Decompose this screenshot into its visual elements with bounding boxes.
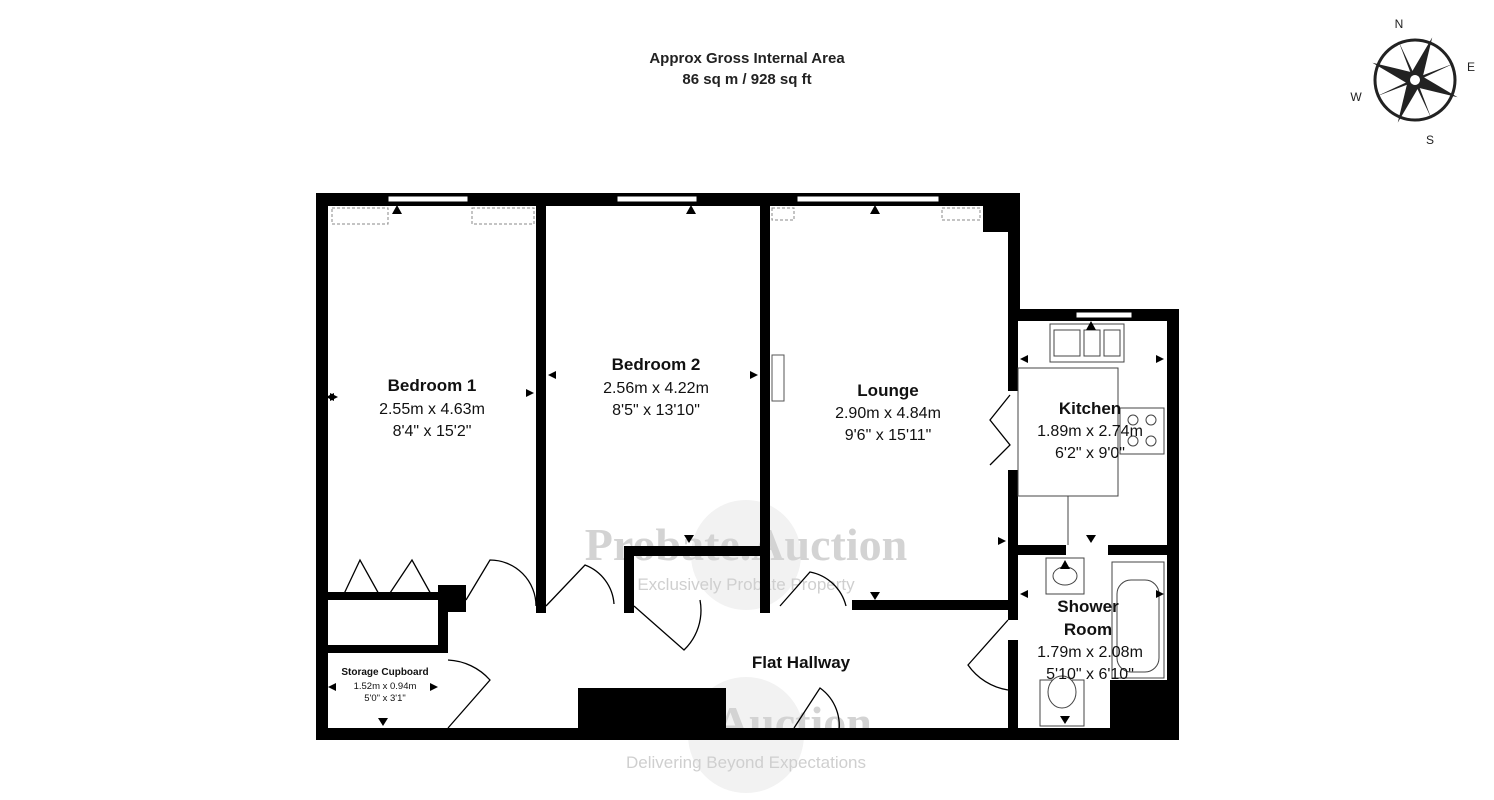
kitchen-name: Kitchen xyxy=(1059,399,1121,418)
area-title: Approx Gross Internal Area xyxy=(649,50,845,67)
bedroom-1-name: Bedroom 1 xyxy=(388,376,477,395)
room-bedroom-1: Bedroom 1 2.55m x 4.63m 8'4" x 15'2" xyxy=(379,376,485,440)
radiators xyxy=(331,207,981,225)
watermark-probate-subtitle: Exclusively Probate Property xyxy=(637,575,855,594)
compass-w: W xyxy=(1350,90,1362,104)
bedroom-2-metric: 2.56m x 4.22m xyxy=(603,380,709,397)
room-kitchen: Kitchen 1.89m x 2.74m 6'2" x 9'0" xyxy=(1037,399,1143,462)
lounge-name: Lounge xyxy=(857,381,918,400)
compass-s: S xyxy=(1426,133,1434,147)
shower-imperial: 5'10" x 6'10" xyxy=(1046,666,1134,683)
shower-metric: 1.79m x 2.08m xyxy=(1037,644,1143,661)
shower-name-line2: Room xyxy=(1064,620,1112,639)
dimension-arrows xyxy=(326,205,1164,726)
storage-imperial: 5'0" x 3'1" xyxy=(364,693,406,704)
bedroom-1-metric: 2.55m x 4.63m xyxy=(379,401,485,418)
compass-rose-icon xyxy=(1372,37,1458,123)
compass-e: E xyxy=(1467,60,1475,74)
bedroom-2-imperial: 8'5" x 13'10" xyxy=(612,402,700,419)
room-bedroom-2: Bedroom 2 2.56m x 4.22m 8'5" x 13'10" xyxy=(603,355,709,419)
kitchen-metric: 1.89m x 2.74m xyxy=(1037,423,1143,440)
lounge-metric: 2.90m x 4.84m xyxy=(835,405,941,422)
room-shower: Shower Room 1.79m x 2.08m 5'10" x 6'10" xyxy=(1037,597,1143,683)
vent xyxy=(771,354,785,402)
room-lounge: Lounge 2.90m x 4.84m 9'6" x 15'11" xyxy=(835,381,941,444)
bedroom-2-name: Bedroom 2 xyxy=(612,355,701,374)
storage-metric: 1.52m x 0.94m xyxy=(354,681,417,692)
storage-name: Storage Cupboard xyxy=(341,667,428,678)
watermark-resi-subtitle: Delivering Beyond Expectations xyxy=(626,753,866,772)
windows xyxy=(387,195,1133,319)
room-hallway: Flat Hallway xyxy=(752,653,851,672)
kitchen-fixtures xyxy=(1017,323,1165,545)
compass-n: N xyxy=(1395,17,1404,31)
watermark-probate-title: Probate.Auction xyxy=(585,519,907,570)
doors xyxy=(342,394,1011,737)
lounge-imperial: 9'6" x 15'11" xyxy=(845,427,932,444)
kitchen-imperial: 6'2" x 9'0" xyxy=(1055,445,1125,462)
bedroom-1-imperial: 8'4" x 15'2" xyxy=(393,423,472,440)
area-value: 86 sq m / 928 sq ft xyxy=(682,71,812,88)
hallway-name: Flat Hallway xyxy=(752,653,851,672)
shower-name-line1: Shower xyxy=(1057,597,1119,616)
walls xyxy=(316,193,1179,740)
room-storage: Storage Cupboard 1.52m x 0.94m 5'0" x 3'… xyxy=(341,667,428,704)
